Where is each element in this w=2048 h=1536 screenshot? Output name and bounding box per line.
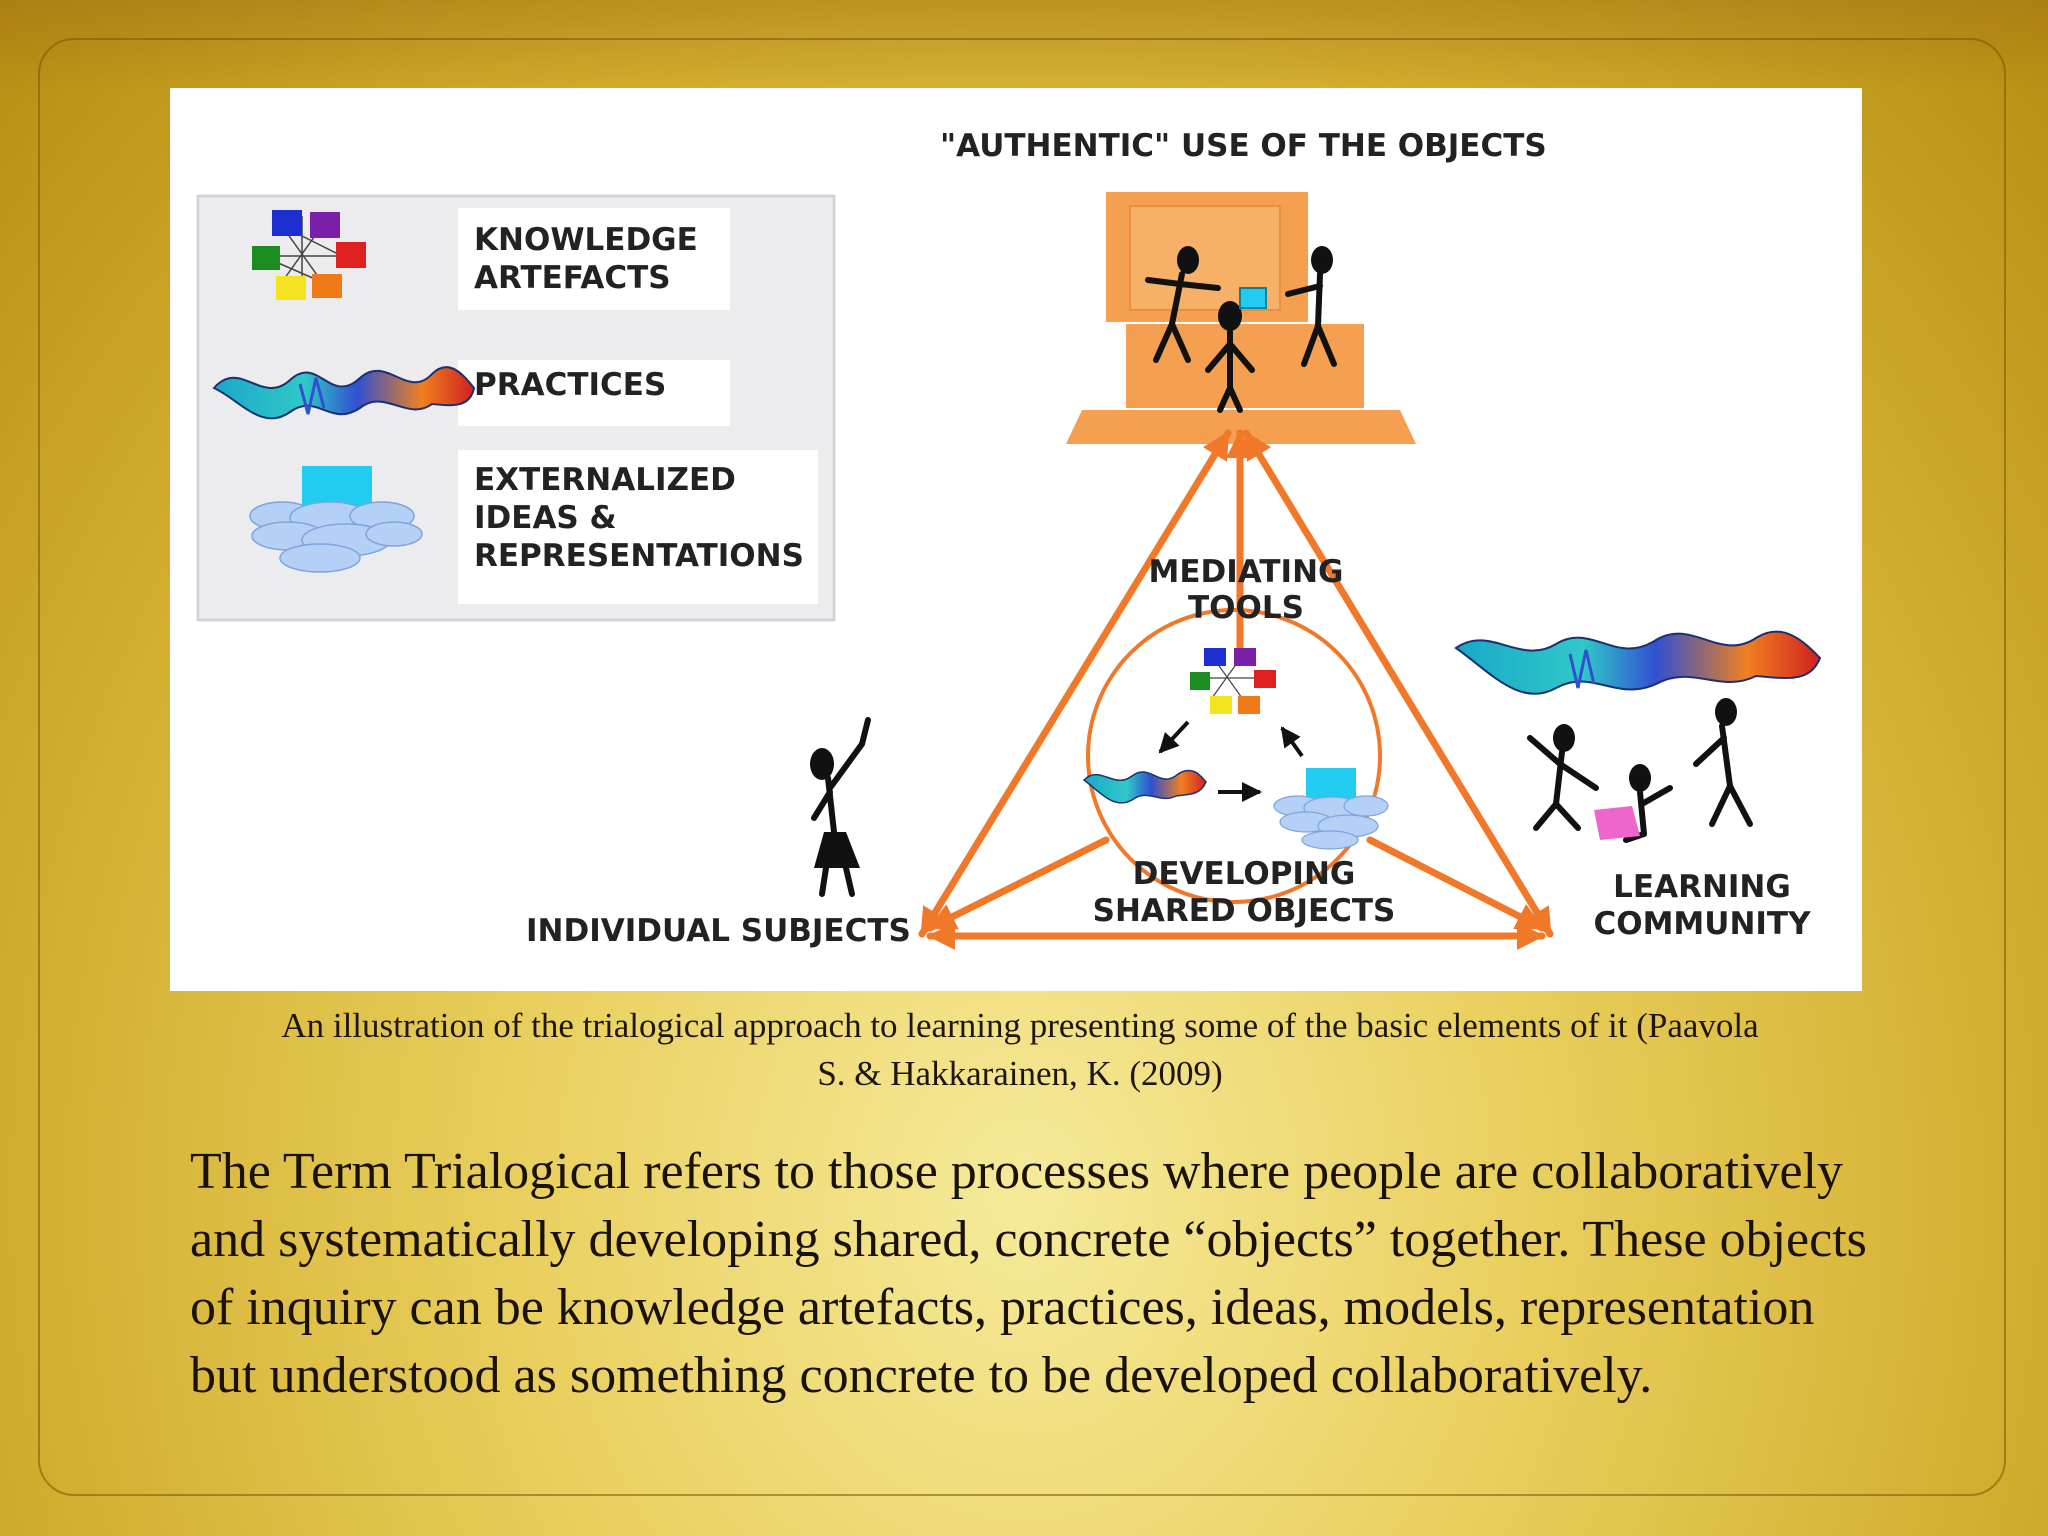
slide-frame: [38, 38, 2006, 1496]
legend-box: KNOWLEDGE ARTEFACTS PRACTICES EXTERNALIZ…: [196, 194, 836, 622]
inner-externalized-icon: [1273, 768, 1389, 850]
community-practices-wave-icon: [1454, 630, 1822, 695]
developing-cycle: [1082, 648, 1389, 850]
knowledge-artefacts-icon: [252, 210, 366, 300]
figure-caption: An illustration of the trialogical appro…: [180, 1002, 1860, 1098]
learning-community-line2: COMMUNITY: [1593, 906, 1811, 942]
legend-externalized-line1: EXTERNALIZED: [474, 462, 736, 498]
learning-community-line1: LEARNING: [1613, 869, 1791, 905]
legend-externalized-line2: IDEAS &: [474, 500, 617, 536]
individual-subjects-label: INDIVIDUAL SUBJECTS: [526, 913, 911, 949]
trialogical-triangle: [918, 429, 1554, 950]
individual-subject-figure-icon: [810, 717, 871, 897]
developing-line2: SHARED OBJECTS: [1093, 893, 1396, 929]
trialogical-diagram: KNOWLEDGE ARTEFACTS PRACTICES EXTERNALIZ…: [170, 88, 1862, 991]
mediating-tools-line2: TOOLS: [1188, 590, 1304, 626]
legend-knowledge-line2: ARTEFACTS: [474, 260, 671, 296]
background-texture: [0, 0, 2048, 90]
learning-community-group: [1454, 630, 1822, 843]
authentic-use-label: "AUTHENTIC" USE OF THE OBJECTS: [940, 128, 1547, 164]
laptop-icon: [1594, 806, 1640, 840]
inner-knowledge-artefacts-icon: [1190, 648, 1276, 714]
legend-practices: PRACTICES: [474, 367, 666, 403]
practices-wave-icon: [212, 366, 476, 420]
authentic-use-platform: [1066, 192, 1416, 444]
inner-practices-wave-icon: [1082, 769, 1207, 804]
community-figures-icon: [1527, 698, 1753, 843]
collaborating-figures-icon: [1145, 246, 1337, 413]
legend-knowledge-line1: KNOWLEDGE: [474, 222, 698, 258]
mediating-tools-line1: MEDIATING: [1149, 554, 1344, 590]
legend-externalized-line3: REPRESENTATIONS: [474, 538, 804, 574]
caption-line1: An illustration of the trialogical appro…: [281, 1006, 1759, 1045]
body-paragraph: The Term Trialogical refers to those pro…: [190, 1143, 1867, 1404]
externalized-ideas-icon: [249, 466, 423, 573]
developing-line1: DEVELOPING: [1133, 856, 1356, 892]
caption-line2: S. & Hakkarainen, K. (2009): [817, 1054, 1223, 1093]
